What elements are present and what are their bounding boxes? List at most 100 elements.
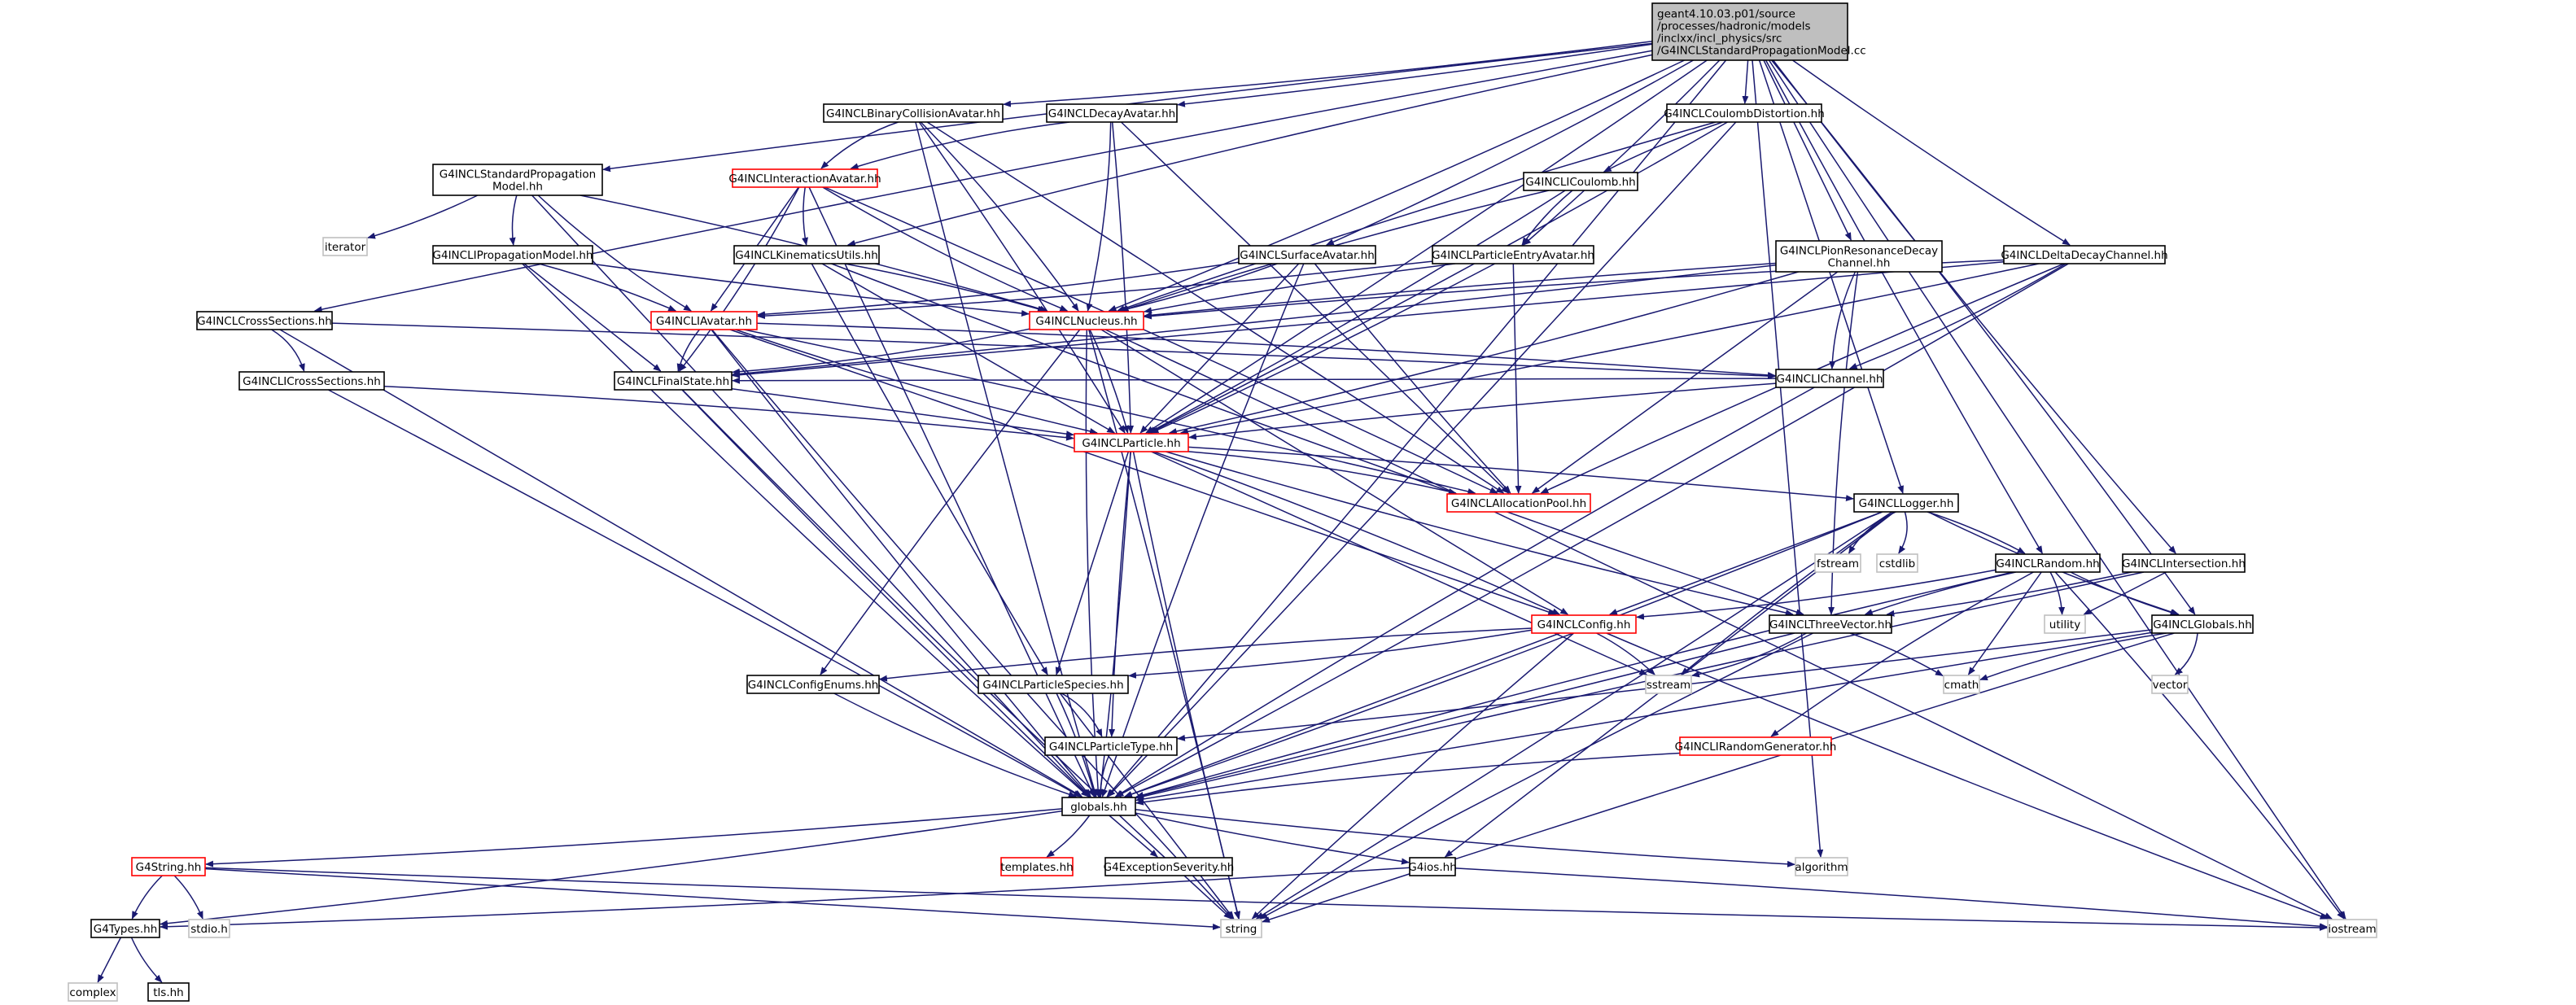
node-label: Channel.hh bbox=[1828, 257, 1891, 270]
node-iostream[interactable]: iostream bbox=[2327, 919, 2377, 938]
node-box bbox=[1029, 311, 1144, 330]
node-label: G4INCLParticleSpecies.hh bbox=[982, 679, 1123, 692]
node-label: Model.hh bbox=[492, 181, 543, 194]
node-deltaDec[interactable]: G4INCLDeltaDecayChannel.hh bbox=[2001, 245, 2168, 264]
node-root[interactable]: geant4.10.03.p01/source/processes/hadron… bbox=[1651, 2, 1866, 61]
node-box bbox=[1679, 736, 1832, 756]
node-stdio[interactable]: stdio.h bbox=[188, 919, 230, 938]
node-icoulomb[interactable]: G4INCLICoulomb.hh bbox=[1523, 172, 1638, 191]
edge-intersection-to-threeVec bbox=[1886, 571, 2132, 617]
node-random[interactable]: G4INCLRandom.hh bbox=[1995, 553, 2101, 573]
node-threeVec[interactable]: G4INCLThreeVector.hh bbox=[1769, 614, 1892, 634]
node-exception[interactable]: G4ExceptionSeverity.hh bbox=[1104, 857, 1235, 876]
edge-binColl-to-interAv bbox=[820, 121, 899, 169]
edge-partEntry-to-allocPool bbox=[1512, 263, 1522, 494]
edge-icross-to-globals bbox=[327, 389, 1082, 797]
node-iterator[interactable]: iterator bbox=[322, 237, 368, 256]
node-g4types[interactable]: G4Types.hh bbox=[90, 919, 160, 938]
edge-ichannel-to-finalState bbox=[732, 377, 1777, 384]
node-vector[interactable]: vector bbox=[2151, 675, 2189, 694]
node-label: iostream bbox=[2328, 923, 2376, 936]
edge-root-to-binColl bbox=[1003, 40, 1653, 107]
node-cstdlib[interactable]: cstdlib bbox=[1876, 553, 1918, 573]
node-complex[interactable]: complex bbox=[68, 982, 118, 1002]
node-decayAv[interactable]: G4INCLDecayAvatar.hh bbox=[1046, 103, 1178, 123]
node-ichannel[interactable]: G4INCLIChannel.hh bbox=[1775, 369, 1884, 388]
edge-iavatar-to-particle bbox=[735, 329, 1098, 435]
edge-binColl-to-allocPool bbox=[926, 121, 1505, 494]
node-utility[interactable]: utility bbox=[2044, 614, 2086, 634]
edge-nucleus-to-particle bbox=[1089, 329, 1130, 434]
node-box bbox=[1814, 553, 1861, 573]
node-kinUtils[interactable]: G4INCLKinematicsUtils.hh bbox=[733, 245, 880, 264]
edge-g4string-to-string bbox=[204, 867, 1221, 930]
node-label: tls.hh bbox=[153, 986, 183, 999]
edge-decayAv-to-nucleus bbox=[1086, 121, 1112, 312]
node-interAv[interactable]: G4INCLInteractionAvatar.hh bbox=[728, 168, 881, 188]
node-surfAv[interactable]: G4INCLSurfaceAvatar.hh bbox=[1238, 245, 1376, 264]
edge-logger-to-config bbox=[1608, 511, 1883, 615]
node-iavatar[interactable]: G4INCLIAvatar.hh bbox=[650, 311, 758, 330]
node-label: G4INCLParticleEntryAvatar.hh bbox=[1432, 249, 1594, 262]
node-fstream[interactable]: fstream bbox=[1814, 553, 1861, 573]
node-box bbox=[2151, 614, 2254, 634]
node-label: G4Types.hh bbox=[94, 923, 158, 936]
edge-crossSec-to-ichannel bbox=[331, 322, 1776, 380]
edge-config-to-partSpecies bbox=[1128, 629, 1533, 679]
node-particle[interactable]: G4INCLParticle.hh bbox=[1074, 433, 1189, 452]
node-finalState[interactable]: G4INCLFinalState.hh bbox=[614, 371, 733, 391]
node-g4string[interactable]: G4String.hh bbox=[131, 857, 206, 876]
node-globals[interactable]: globals.hh bbox=[1061, 797, 1136, 816]
edge-g4types-to-complex bbox=[97, 937, 122, 983]
node-configEnums[interactable]: G4INCLConfigEnums.hh bbox=[746, 675, 880, 694]
node-label: G4INCLICrossSections.hh bbox=[243, 375, 381, 388]
edge-intersection-to-globals bbox=[1135, 571, 2145, 800]
node-coulDist[interactable]: G4INCLCoulombDistortion.hh bbox=[1664, 103, 1825, 123]
node-binColl[interactable]: G4INCLBinaryCollisionAvatar.hh bbox=[823, 103, 1004, 123]
node-config[interactable]: G4INCLConfig.hh bbox=[1531, 614, 1637, 634]
edge-interAv-to-finalState bbox=[679, 186, 800, 372]
node-partSpecies[interactable]: G4INCLParticleSpecies.hh bbox=[977, 675, 1129, 694]
node-stdProp[interactable]: G4INCLStandardPropagationModel.hh bbox=[432, 164, 603, 196]
edge-globals-to-g4types bbox=[160, 810, 1063, 927]
node-box bbox=[1666, 103, 1822, 123]
node-iprop[interactable]: G4INCLIPropagationModel.hh bbox=[432, 245, 593, 264]
node-g4ios[interactable]: G4ios.hh bbox=[1408, 857, 1457, 876]
node-sstream[interactable]: sstream bbox=[1645, 675, 1692, 694]
node-templates[interactable]: templates.hh bbox=[1000, 857, 1074, 876]
node-inclGlobals[interactable]: G4INCLGlobals.hh bbox=[2151, 614, 2254, 634]
node-label: string bbox=[1226, 923, 1257, 936]
node-string[interactable]: string bbox=[1220, 919, 1262, 938]
node-partEntry[interactable]: G4INCLParticleEntryAvatar.hh bbox=[1432, 245, 1594, 264]
edge-stdProp-to-iavatar bbox=[537, 194, 692, 312]
node-label: G4INCLKinematicsUtils.hh bbox=[735, 249, 878, 262]
node-label: G4INCLStandardPropagation bbox=[440, 168, 596, 181]
node-algorithm[interactable]: algorithm bbox=[1795, 857, 1848, 876]
node-cmath[interactable]: cmath bbox=[1943, 675, 1980, 694]
node-box bbox=[2327, 919, 2377, 938]
node-crossSec[interactable]: G4INCLCrossSections.hh bbox=[196, 311, 333, 330]
edge-g4ios-to-g4types bbox=[160, 867, 1410, 930]
node-box bbox=[432, 245, 593, 264]
node-allocPool[interactable]: G4INCLAllocationPool.hh bbox=[1446, 493, 1591, 513]
node-box bbox=[1775, 240, 1943, 273]
node-tls[interactable]: tls.hh bbox=[147, 982, 190, 1002]
node-logger[interactable]: G4INCLLogger.hh bbox=[1853, 493, 1959, 513]
node-nucleus[interactable]: G4INCLNucleus.hh bbox=[1029, 311, 1144, 330]
edge-icoulomb-to-partEntry bbox=[1521, 190, 1573, 246]
node-partType[interactable]: G4INCLParticleType.hh bbox=[1044, 736, 1178, 756]
node-icross[interactable]: G4INCLICrossSections.hh bbox=[238, 371, 385, 391]
edge-stdProp-to-iprop bbox=[509, 194, 518, 246]
edges-layer bbox=[97, 40, 2346, 983]
node-iranGen[interactable]: G4INCLIRandomGenerator.hh bbox=[1675, 736, 1837, 756]
edge-binColl-to-nucleus bbox=[920, 121, 1079, 312]
node-intersection[interactable]: G4INCLIntersection.hh bbox=[2122, 553, 2246, 573]
node-label: G4String.hh bbox=[136, 861, 202, 874]
node-box bbox=[90, 919, 160, 938]
edge-partEntry-to-iavatar bbox=[757, 260, 1433, 320]
edge-decayAv-to-interAv bbox=[850, 121, 1070, 170]
node-box bbox=[322, 237, 368, 256]
edge-surfAv-to-globals bbox=[1101, 263, 1305, 797]
edge-root-to-deltaDec bbox=[1792, 59, 2071, 246]
